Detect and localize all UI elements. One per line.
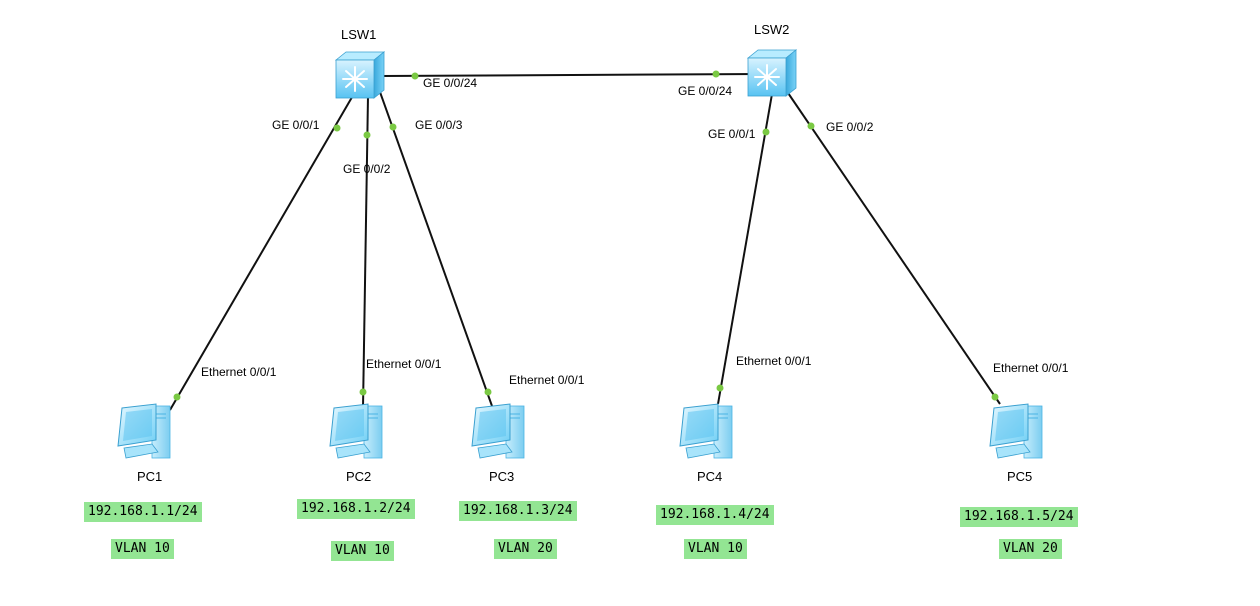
- port-dot-pc1-eth: [173, 393, 181, 401]
- link-lsw2-pc5[interactable]: [785, 89, 1001, 405]
- ip-note-pc4: 192.168.1.4/24: [656, 505, 774, 525]
- switch-icon: [746, 49, 798, 97]
- port-label-pc3-eth: Ethernet 0/0/1: [509, 373, 585, 387]
- pc-pc2[interactable]: [329, 403, 383, 459]
- pc-name-pc5: PC5: [1007, 469, 1033, 484]
- port-dot-lsw1-ge024: [411, 72, 419, 80]
- ip-note-pc5: 192.168.1.5/24: [960, 507, 1078, 527]
- pc-icon: [329, 403, 383, 459]
- pc-name-pc4: PC4: [697, 469, 723, 484]
- switch-name-lsw1: LSW1: [341, 27, 377, 42]
- vlan-note-pc4: VLAN 10: [684, 539, 747, 559]
- pc-pc4[interactable]: [679, 403, 733, 459]
- port-label-pc2-eth: Ethernet 0/0/1: [366, 357, 442, 371]
- link-lsw2-pc4[interactable]: [717, 93, 773, 405]
- pc-icon: [989, 403, 1043, 459]
- port-dot-pc2-eth: [359, 388, 367, 396]
- pc-name-pc2: PC2: [346, 469, 372, 484]
- port-dot-lsw2-ge02: [807, 122, 815, 130]
- port-label-pc5-eth: Ethernet 0/0/1: [993, 361, 1069, 375]
- link-lsw1-pc3[interactable]: [379, 91, 493, 407]
- port-label-lsw1-ge024: GE 0/0/24: [423, 76, 478, 90]
- ip-note-pc1: 192.168.1.1/24: [84, 502, 202, 522]
- port-dots-layer: [173, 70, 999, 401]
- port-dot-pc3-eth: [484, 388, 492, 396]
- vlan-note-pc2: VLAN 10: [331, 541, 394, 561]
- pc-pc3[interactable]: [471, 403, 525, 459]
- switch-icon: [334, 51, 386, 99]
- port-label-lsw1-ge03: GE 0/0/3: [415, 118, 463, 132]
- port-dot-lsw2-ge01: [762, 128, 770, 136]
- port-dot-pc4-eth: [716, 384, 724, 392]
- port-dot-lsw1-ge03: [389, 123, 397, 131]
- port-dot-pc5-eth: [991, 393, 999, 401]
- ip-note-pc2: 192.168.1.2/24: [297, 499, 415, 519]
- port-dot-lsw2-ge024: [712, 70, 720, 78]
- port-dot-lsw1-ge02: [363, 131, 371, 139]
- switch-lsw1[interactable]: [334, 51, 386, 99]
- port-label-pc1-eth: Ethernet 0/0/1: [201, 365, 277, 379]
- ip-note-pc3: 192.168.1.3/24: [459, 501, 577, 521]
- port-label-lsw1-ge02: GE 0/0/2: [343, 162, 391, 176]
- pc-icon: [679, 403, 733, 459]
- port-dot-lsw1-ge01: [333, 124, 341, 132]
- pc-pc5[interactable]: [989, 403, 1043, 459]
- port-label-lsw2-ge02: GE 0/0/2: [826, 120, 874, 134]
- pc-icon: [117, 403, 171, 459]
- links-layer: [169, 73, 1001, 411]
- vlan-note-pc5: VLAN 20: [999, 539, 1062, 559]
- vlan-note-pc1: VLAN 10: [111, 539, 174, 559]
- switch-name-lsw2: LSW2: [754, 22, 790, 37]
- port-label-pc4-eth: Ethernet 0/0/1: [736, 354, 812, 368]
- link-lsw1-pc2[interactable]: [362, 95, 369, 409]
- pc-icon: [471, 403, 525, 459]
- port-label-lsw1-ge01: GE 0/0/1: [272, 118, 320, 132]
- port-label-lsw2-ge024: GE 0/0/24: [678, 84, 733, 98]
- pc-pc1[interactable]: [117, 403, 171, 459]
- pc-name-pc1: PC1: [137, 469, 163, 484]
- link-lsw1-pc1[interactable]: [169, 91, 356, 411]
- switch-lsw2[interactable]: [746, 49, 798, 97]
- vlan-note-pc3: VLAN 20: [494, 539, 557, 559]
- port-label-lsw2-ge01: GE 0/0/1: [708, 127, 756, 141]
- link-lsw1-lsw2[interactable]: [381, 73, 765, 77]
- pc-name-pc3: PC3: [489, 469, 515, 484]
